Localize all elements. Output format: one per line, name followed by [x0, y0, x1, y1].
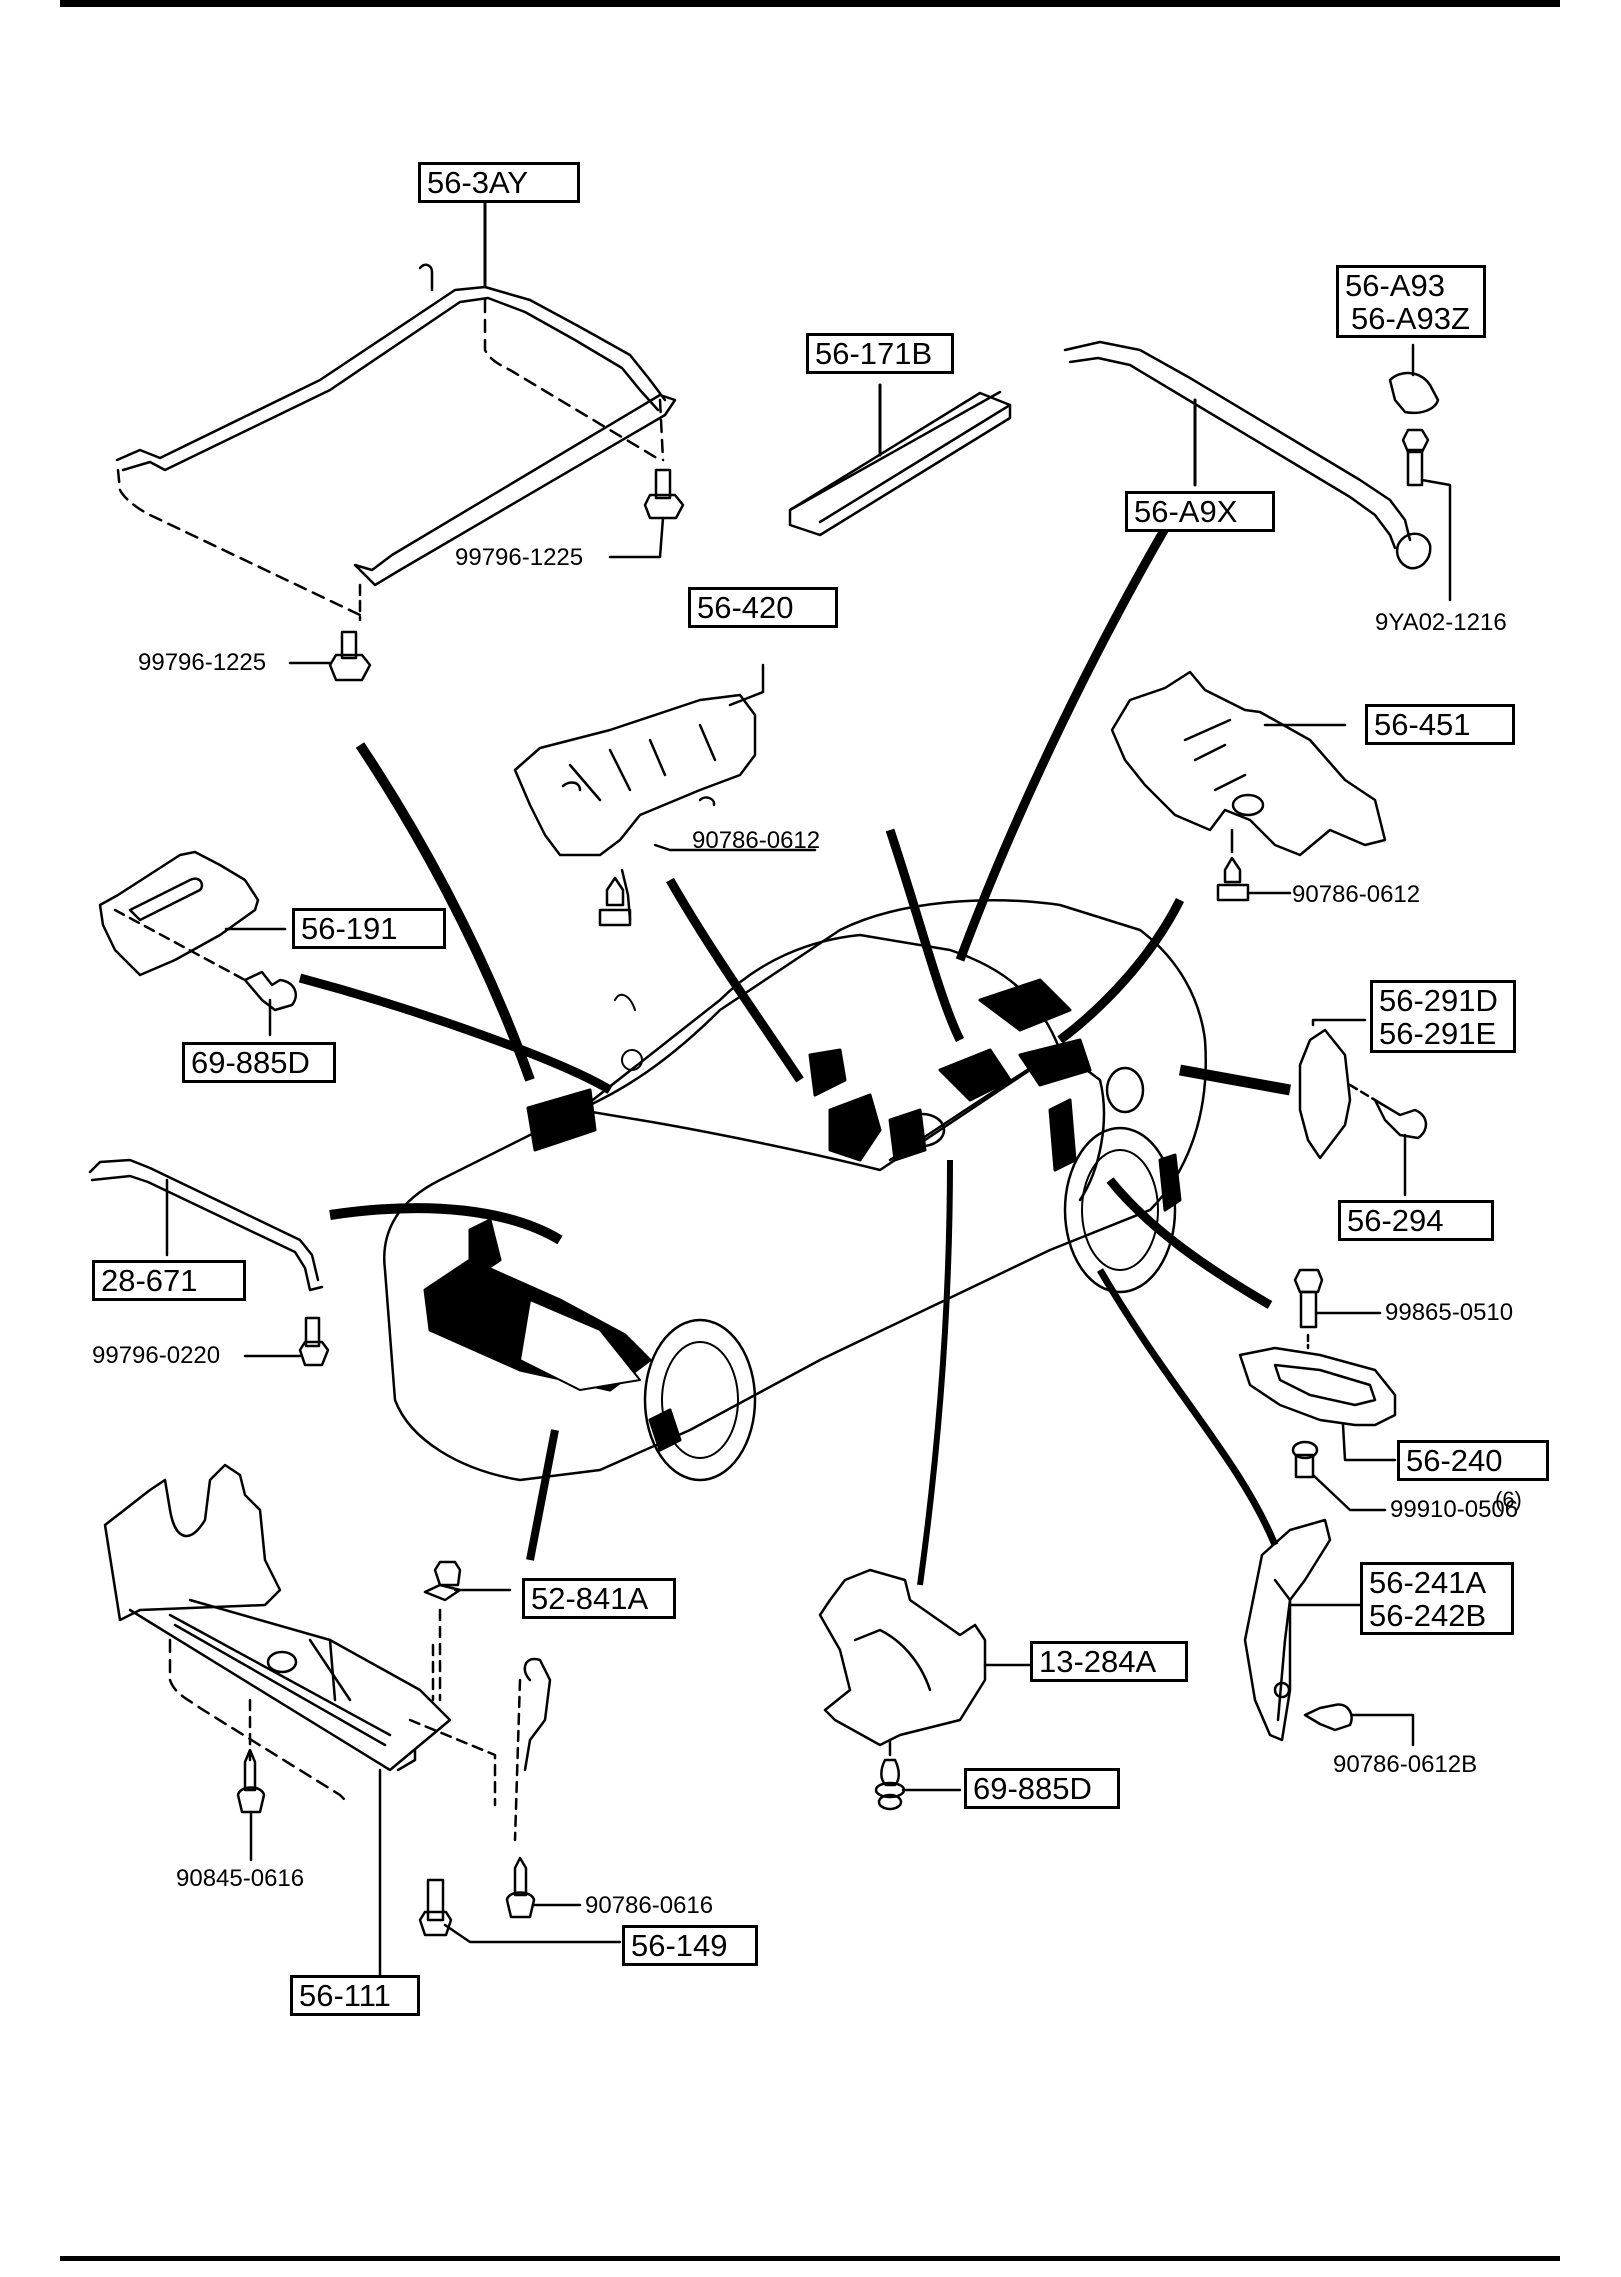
clip-90786-0616: [505, 1856, 582, 1919]
fastener-69-885d-b: [874, 1758, 962, 1811]
callout-13-284a[interactable]: 13-284A: [1030, 1641, 1188, 1682]
callout-56-241a: 56-241A: [1369, 1565, 1487, 1600]
callout-56-291d: 56-291D: [1379, 983, 1498, 1018]
part-56-451-heat-insulator: [1110, 670, 1387, 857]
callout-56-291e: 56-291E: [1379, 1015, 1497, 1051]
clip-90786-0612b: [1303, 1703, 1415, 1747]
bolt-99796-1225-left: [288, 630, 372, 682]
callout-56-242b: 56-242B: [1369, 1597, 1487, 1633]
bolt-56-149: [418, 1878, 622, 1944]
callout-56-a9x[interactable]: 56-A9X: [1125, 491, 1275, 532]
part-56-291d-bracket: [1298, 1018, 1377, 1160]
callout-56-420[interactable]: 56-420: [688, 587, 838, 628]
screw-90845-0616: [236, 1748, 266, 1862]
bolt-99865-0510: [1293, 1268, 1382, 1350]
bolt-9ya02-1216: [1395, 428, 1452, 602]
part-56-240-cover-plate: [1238, 1346, 1397, 1462]
bolt-99796-1225-right: [608, 468, 685, 559]
part-56-191-insulator: [98, 850, 287, 982]
car-illustration: [383, 899, 1207, 1482]
callout-56-291-group[interactable]: 56-291D 56-291E: [1370, 980, 1516, 1054]
callout-56-3ay[interactable]: 56-3AY: [418, 162, 580, 203]
clip-90786-0612-a: [598, 876, 632, 927]
callout-99796-0220[interactable]: 99796-0220: [92, 1342, 221, 1369]
bolt-99796-0220: [243, 1316, 330, 1367]
part-56-171b-insulator-strip: [788, 383, 1012, 537]
callout-28-671[interactable]: 28-671: [92, 1260, 246, 1301]
top-border-rule: [60, 0, 1560, 7]
part-13-284a-splash-shield: [818, 1568, 1032, 1757]
fastener-69-885d-a: [243, 970, 297, 1037]
callout-90845-0616[interactable]: 90845-0616: [176, 1865, 305, 1892]
callout-99865-0510[interactable]: 99865-0510: [1385, 1299, 1514, 1326]
callout-99796-1225-right[interactable]: 99796-1225: [455, 544, 584, 571]
leader-stripes: [298, 517, 1291, 1586]
clip-90786-0612-b: [1216, 856, 1292, 902]
part-56-111-under-cover: [103, 1463, 552, 1992]
callout-56-171b[interactable]: 56-171B: [806, 333, 954, 374]
callout-9ya02-1216[interactable]: 9YA02-1216: [1375, 609, 1507, 636]
callout-56-191[interactable]: 56-191: [292, 908, 446, 949]
callout-90786-0612-a[interactable]: 90786-0612: [692, 827, 821, 854]
callout-56-a93z: 56-A93Z: [1351, 300, 1470, 336]
callout-90786-0612-b[interactable]: 90786-0612: [1292, 881, 1421, 908]
callout-52-841a[interactable]: 52-841A: [522, 1578, 676, 1619]
quantity-note-6: (6): [1495, 1487, 1522, 1512]
callout-56-111[interactable]: 56-111: [290, 1975, 420, 2016]
screw-56-294: [1373, 1098, 1428, 1197]
callout-99910-0506[interactable]: 99910-0506: [1390, 1496, 1519, 1523]
part-56-241a-mud-guard: [1243, 1518, 1362, 1742]
callout-69-885d-b[interactable]: 69-885D: [964, 1768, 1120, 1809]
part-56-3ay-brace-frame: [115, 183, 677, 622]
callout-56-294[interactable]: 56-294: [1338, 1200, 1494, 1241]
callout-56-241-group[interactable]: 56-241A 56-242B: [1360, 1562, 1514, 1636]
callout-56-a93: 56-A93: [1345, 268, 1445, 303]
grommet-99910-0506: [1291, 1440, 1387, 1512]
callout-69-885d-a[interactable]: 69-885D: [182, 1042, 336, 1083]
bottom-border-rule: [60, 2256, 1560, 2261]
part-56-420-heat-insulator: [513, 663, 817, 922]
callout-56-a93-group[interactable]: 56-A93 56-A93Z: [1336, 265, 1486, 339]
cap-56-a93: [1388, 343, 1440, 415]
part-28-671-brace: [88, 1158, 324, 1292]
callout-90786-0612b[interactable]: 90786-0612B: [1333, 1751, 1478, 1778]
callout-56-451[interactable]: 56-451: [1365, 704, 1515, 745]
part-56-a9x-strut-bar: [1063, 340, 1412, 550]
nut-clip-52-841a: [423, 1560, 512, 1702]
callout-99796-1225-left[interactable]: 99796-1225: [138, 649, 267, 676]
callout-56-149[interactable]: 56-149: [622, 1925, 758, 1966]
callout-56-240[interactable]: 56-240: [1397, 1440, 1549, 1481]
callout-90786-0616[interactable]: 90786-0616: [585, 1892, 714, 1919]
